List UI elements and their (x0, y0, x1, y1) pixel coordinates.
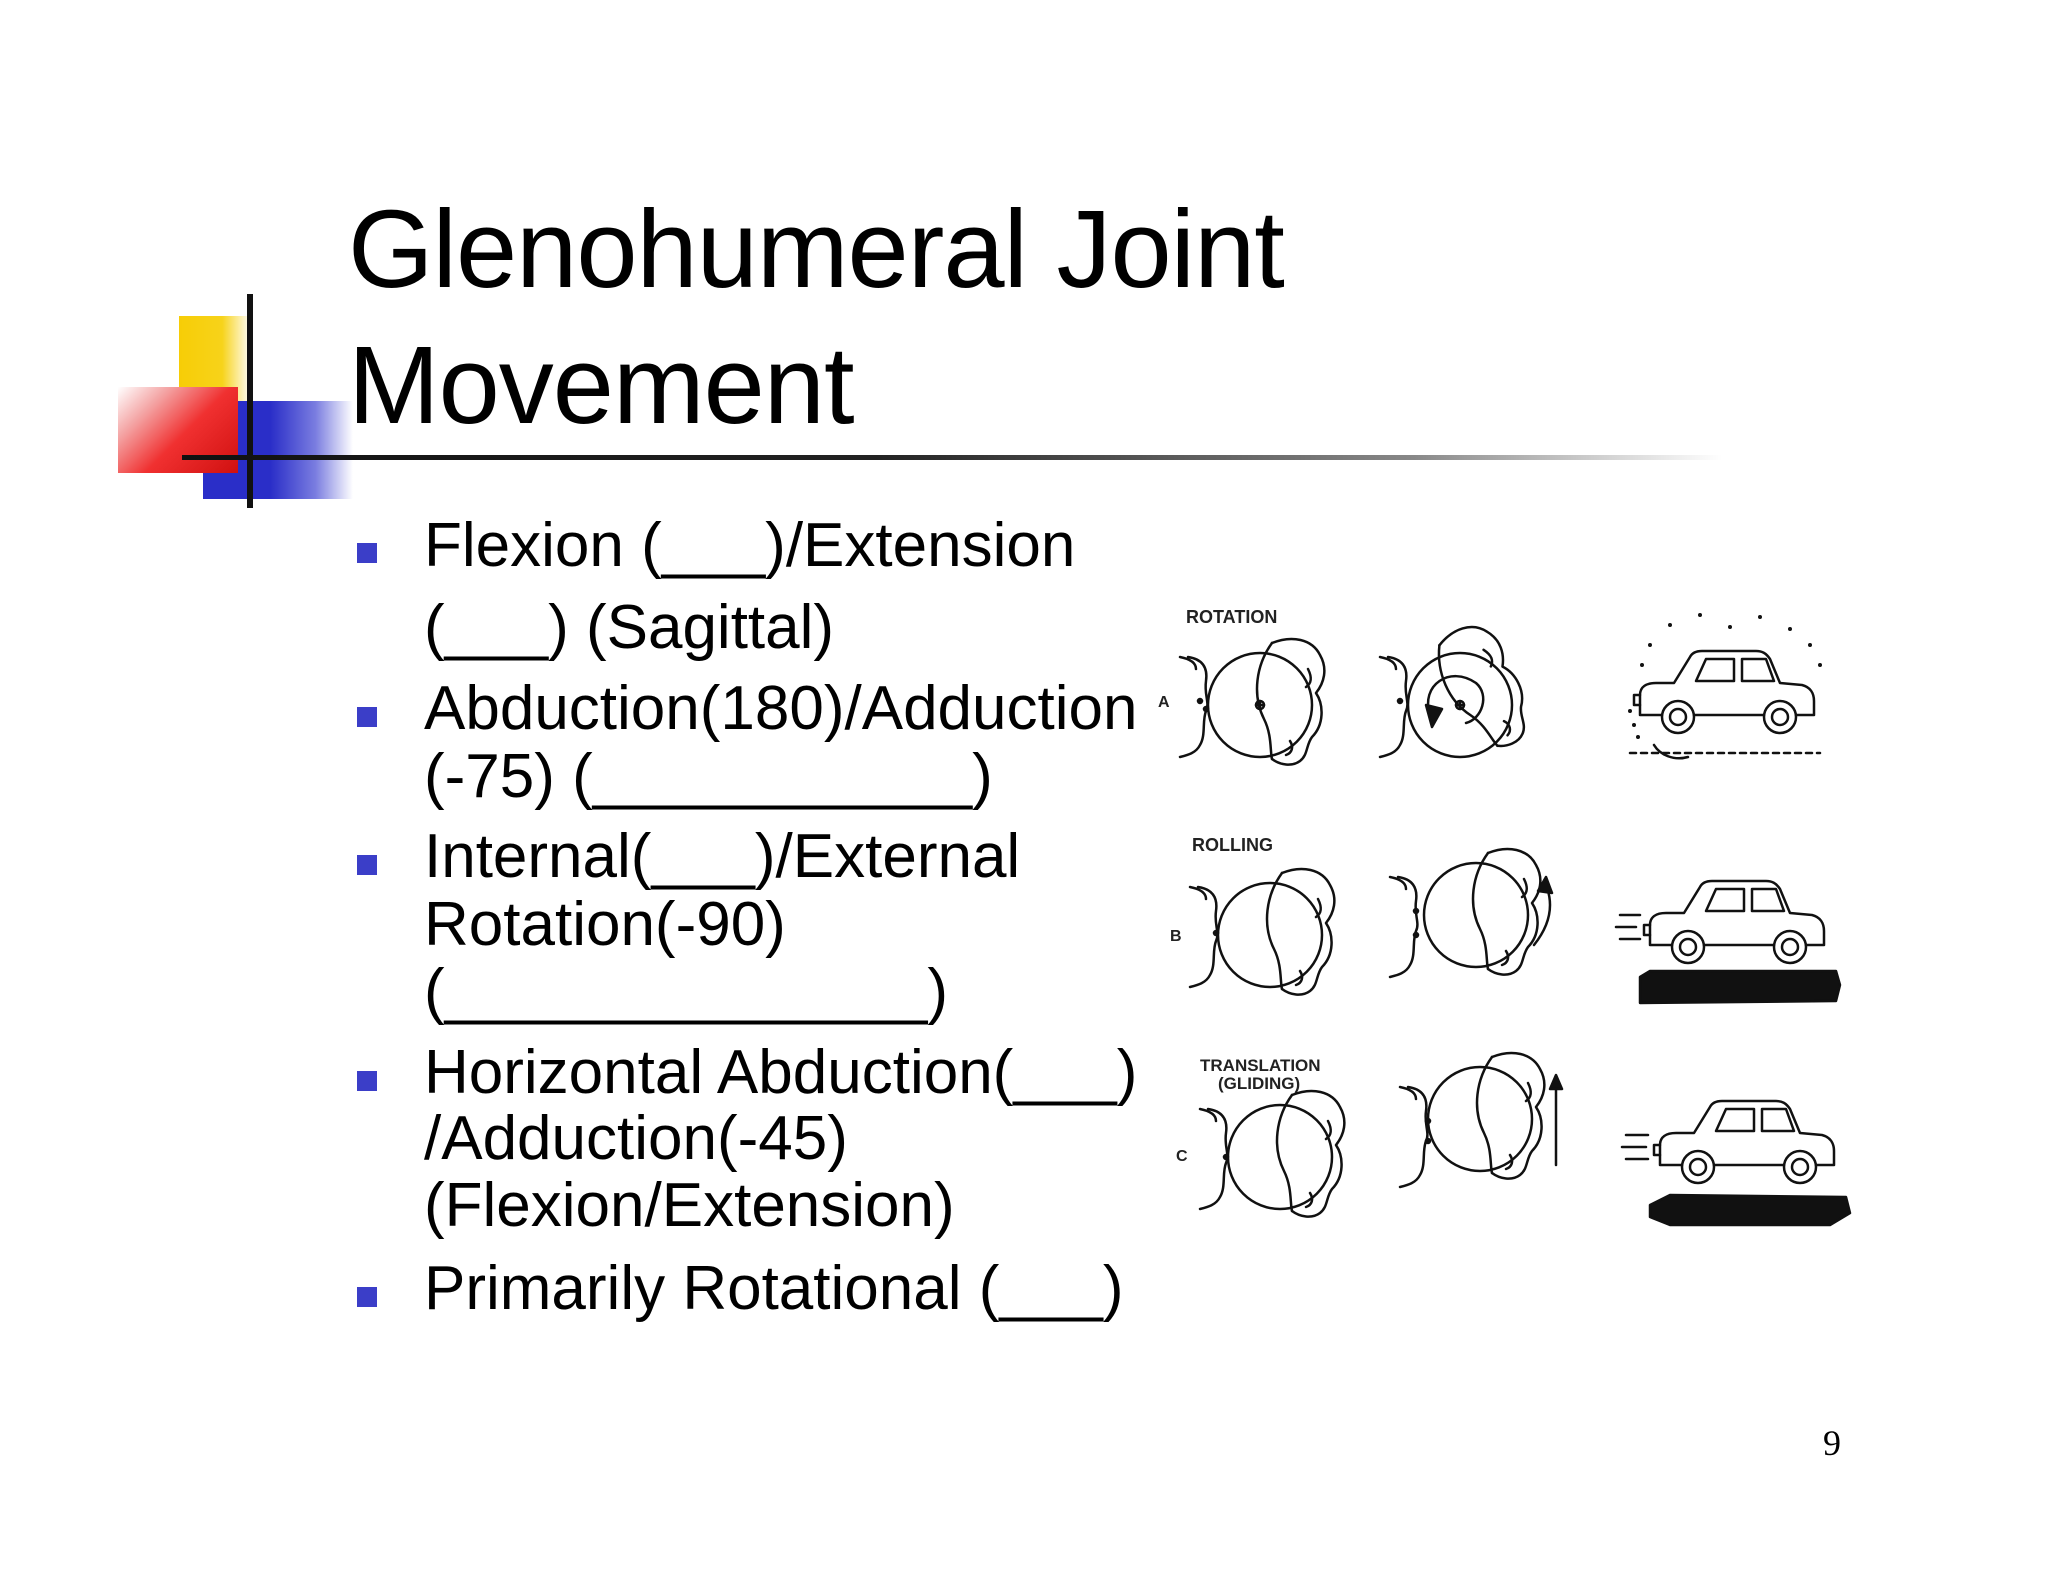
row-c-label: C (1176, 1148, 1188, 1165)
page-number: 9 (1823, 1423, 1841, 1463)
gliding-label: (GLIDING) (1218, 1074, 1300, 1093)
bullet-text-line: Rotation(-90) (424, 890, 786, 959)
translation-joint-end (1398, 1051, 1564, 1189)
bullet-text-line: (______________) (424, 957, 949, 1026)
rotation-joint-start (1178, 637, 1326, 766)
rotation-label: ROTATION (1186, 607, 1277, 627)
row-b-label: B (1170, 928, 1182, 945)
rolling-car (1614, 879, 1842, 1005)
bullet-text-line: (Flexion/Extension) (424, 1171, 955, 1240)
joint-movement-figure: ROTATION A (1158, 607, 1852, 1227)
logo-red-square (118, 387, 238, 473)
rolling-label: ROLLING (1192, 835, 1273, 855)
logo-vertical-rule (247, 294, 253, 508)
bullet-text-line: Abduction(180)/Adduction (424, 674, 1138, 743)
bullet-text-line: Flexion (___)/Extension (424, 511, 1076, 580)
bullet-text-line: /Adduction(-45) (424, 1104, 848, 1173)
bullet-text-line: (-75) (___________) (424, 742, 993, 811)
rotation-car (1628, 613, 1822, 760)
translation-joint-start (1198, 1089, 1346, 1218)
translation-car (1620, 1099, 1852, 1227)
rolling-joint-end (1388, 847, 1554, 979)
bullet-text-line: Internal(___)/External (424, 822, 1021, 891)
bullet-text-line: Horizontal Abduction(___) (424, 1038, 1138, 1107)
bullet-marker (357, 543, 377, 563)
rotation-joint-end (1378, 614, 1547, 760)
row-a-label: A (1158, 694, 1170, 711)
title-line-2: Movement (348, 324, 855, 447)
slide-title: Glenohumeral Joint Movement (348, 182, 1285, 454)
bullet-marker (357, 707, 377, 727)
bullet-text-line: (___) (Sagittal) (424, 593, 835, 662)
bullet-marker (357, 855, 377, 875)
rolling-joint-start (1188, 867, 1336, 996)
bullet-marker (357, 1071, 377, 1091)
bullet-text-line: Primarily Rotational (___) (424, 1254, 1124, 1323)
bullet-marker (357, 1287, 377, 1307)
title-line-1: Glenohumeral Joint (348, 188, 1285, 311)
translation-label: TRANSLATION (1200, 1056, 1321, 1075)
title-underline-rule (182, 455, 1722, 460)
